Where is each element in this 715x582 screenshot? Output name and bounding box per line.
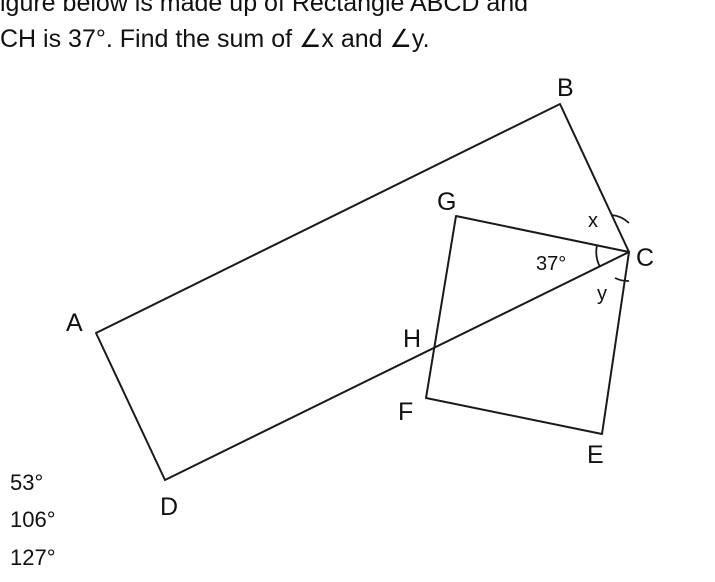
vertex-label-b: B xyxy=(557,74,574,102)
angle-y-arc xyxy=(614,277,630,282)
angle-label-y: y xyxy=(597,283,607,305)
vertex-label-c: C xyxy=(636,244,654,272)
vertex-label-d: D xyxy=(160,493,178,521)
answer-option-1: 53° xyxy=(10,470,44,495)
angle-x-arc xyxy=(611,214,630,224)
vertex-label-f: F xyxy=(398,398,413,426)
answer-option-3: 127° xyxy=(10,545,56,570)
answer-option-2: 106° xyxy=(10,507,56,532)
question-line-1: igure below is made up of Rectangle ABCD… xyxy=(0,0,529,17)
vertex-label-h: H xyxy=(403,325,421,353)
quadrilateral-cefg xyxy=(425,215,630,435)
vertex-label-a: A xyxy=(66,309,83,337)
question-line-2: CH is 37°. Find the sum of ∠x and ∠y. xyxy=(0,25,430,53)
angle-label-37: 37° xyxy=(536,253,566,275)
vertex-label-g: G xyxy=(437,188,456,216)
angle-37-arc xyxy=(595,244,601,268)
vertex-label-e: E xyxy=(587,441,604,469)
angle-label-x: x xyxy=(588,210,598,232)
